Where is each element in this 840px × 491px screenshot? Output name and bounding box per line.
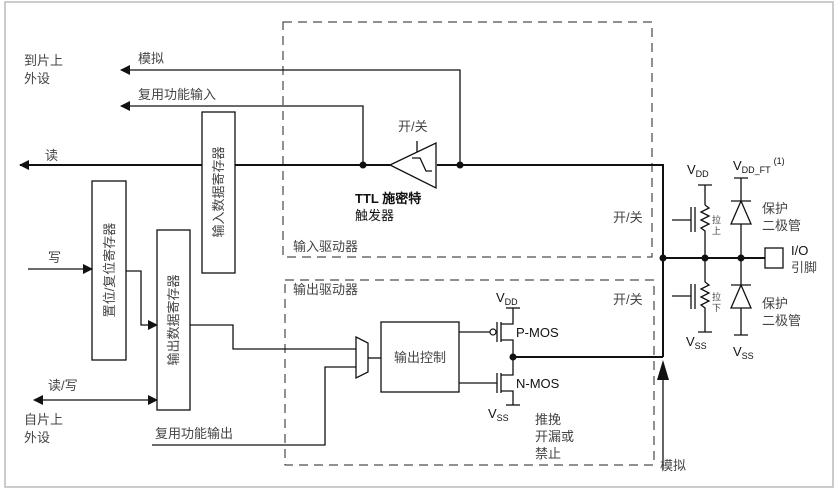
output-driver-box bbox=[284, 279, 655, 466]
pull-down-label: 拉 bbox=[712, 291, 721, 302]
analog-bottom-label: 模拟 bbox=[660, 458, 686, 473]
svg-text:拉下: 拉下 bbox=[712, 291, 721, 313]
vss-label: V bbox=[488, 406, 497, 421]
vdd-ft-note: (1) bbox=[774, 156, 785, 166]
input-data-register bbox=[201, 111, 236, 274]
output-mode-label-3: 禁止 bbox=[535, 446, 561, 461]
to-peripheral-label: 到片上 bbox=[24, 53, 63, 68]
svg-text:VSS: VSS bbox=[733, 344, 754, 361]
protection-diode-bottom-label: 保护 bbox=[762, 296, 788, 311]
read-label: 读 bbox=[45, 148, 58, 163]
schmitt-switch-label: 开/关 bbox=[398, 119, 428, 134]
output-mux bbox=[355, 335, 369, 380]
junction bbox=[359, 161, 367, 169]
output-control-label: 输出控制 bbox=[394, 350, 446, 365]
arrow-up-icon bbox=[657, 360, 669, 380]
schmitt-trigger-icon bbox=[388, 141, 437, 190]
protection-diode-top-label-2: 二极管 bbox=[762, 218, 801, 233]
output-driver-label: 输出驱动器 bbox=[293, 282, 358, 297]
nmos-label: N-MOS bbox=[516, 376, 560, 391]
svg-text:VSS: VSS bbox=[686, 334, 707, 351]
svg-text:VDD: VDD bbox=[687, 162, 709, 179]
write-label: 写 bbox=[48, 250, 61, 265]
pin-bus-wire bbox=[437, 164, 664, 357]
ttl-schmitt-label: TTL 施密特 bbox=[355, 191, 421, 206]
io-pin-label: I/O bbox=[791, 243, 808, 258]
io-pin-pad[interactable] bbox=[764, 247, 784, 269]
output-mode-label: 推挽 bbox=[535, 412, 561, 427]
protection-diode-bottom-label-2: 二极管 bbox=[762, 313, 801, 328]
protection-diode-top-icon bbox=[730, 177, 752, 258]
analog-input-wire bbox=[120, 65, 461, 165]
input-driver-label: 输入驱动器 bbox=[293, 239, 358, 254]
pull-up-label: 拉 bbox=[712, 214, 721, 225]
svg-text:VDD_FT(1): VDD_FT(1) bbox=[733, 156, 785, 175]
svg-text:保护二极管: 保护二极管 bbox=[762, 201, 801, 233]
input-driver-box bbox=[282, 21, 653, 258]
svg-text:保护二极管: 保护二极管 bbox=[762, 296, 801, 328]
pull-down-label-2: 下 bbox=[712, 303, 721, 313]
svg-text:TTL 施密特触发器: TTL 施密特触发器 bbox=[355, 191, 421, 223]
svg-text:VSS: VSS bbox=[488, 406, 509, 423]
bit-set-reset-register-label: 置位/复位寄存器 bbox=[102, 223, 117, 318]
vdd-ft-label: V bbox=[733, 158, 742, 173]
svg-text:自片上外设: 自片上外设 bbox=[24, 412, 63, 445]
analog-top-label: 模拟 bbox=[138, 51, 164, 66]
vss-diode-label: V bbox=[733, 344, 742, 359]
nmos-transistor-icon bbox=[459, 357, 520, 406]
vdd-ft-sub: DD_FT bbox=[742, 165, 772, 175]
vdd-pullup-sub: DD bbox=[696, 169, 709, 179]
svg-text:I/O引脚: I/O 引脚 bbox=[791, 243, 817, 275]
alt-func-output-wire bbox=[152, 366, 356, 446]
frame bbox=[4, 1, 834, 488]
switch-down-label: 开/关 bbox=[613, 292, 643, 307]
vdd-label: V bbox=[496, 290, 505, 305]
io-pin-label-2: 引脚 bbox=[791, 260, 817, 275]
svg-text:到片上外设: 到片上外设 bbox=[24, 53, 63, 86]
pull-up-resistor-icon bbox=[672, 184, 712, 258]
set-reset-to-odr-wire bbox=[126, 270, 158, 330]
from-peripheral-label-2: 外设 bbox=[24, 430, 50, 445]
alt-func-input-label: 复用功能输入 bbox=[138, 87, 216, 102]
vdd-pullup-label: V bbox=[687, 162, 696, 177]
alt-func-input-wire bbox=[120, 101, 364, 165]
svg-text:推挽开漏或禁止: 推挽开漏或禁止 bbox=[535, 412, 574, 461]
junction bbox=[659, 254, 667, 262]
output-mode-label-2: 开漏或 bbox=[535, 429, 574, 444]
vdd-sub: DD bbox=[505, 297, 518, 307]
vss-pulldown-sub: SS bbox=[695, 341, 707, 351]
pmos-transistor-icon bbox=[459, 307, 520, 357]
ttl-schmitt-label-2: 触发器 bbox=[355, 208, 394, 223]
from-peripheral-label: 自片上 bbox=[24, 412, 63, 427]
vss-pulldown-label: V bbox=[686, 334, 695, 349]
bit-set-reset-register bbox=[91, 180, 127, 361]
pmos-label: P-MOS bbox=[516, 325, 559, 340]
read-write-label: 读/写 bbox=[48, 378, 78, 393]
output-control-block bbox=[380, 321, 460, 393]
protection-diode-bottom-icon bbox=[730, 258, 752, 336]
vss-sub: SS bbox=[497, 413, 509, 423]
svg-text:拉上: 拉上 bbox=[712, 214, 721, 236]
junction bbox=[456, 161, 464, 169]
odr-to-mux-wire bbox=[190, 324, 356, 350]
svg-text:VDD: VDD bbox=[496, 290, 518, 307]
switch-up-label: 开/关 bbox=[613, 210, 643, 225]
to-peripheral-label-2: 外设 bbox=[24, 71, 50, 86]
input-data-register-label: 输入数据寄存器 bbox=[211, 146, 226, 237]
vss-diode-sub: SS bbox=[742, 351, 754, 361]
pull-up-label-2: 上 bbox=[712, 226, 721, 236]
pull-down-resistor-icon bbox=[672, 258, 712, 333]
protection-diode-top-label: 保护 bbox=[762, 201, 788, 216]
alt-func-output-label: 复用功能输出 bbox=[155, 426, 233, 441]
output-data-register-label: 输出数据寄存器 bbox=[166, 274, 181, 365]
